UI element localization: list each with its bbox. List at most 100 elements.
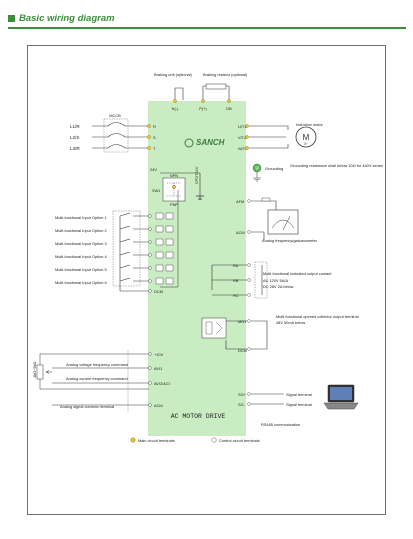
laptop-icon	[323, 384, 359, 410]
braking-resistor-wire	[202, 85, 230, 100]
output-terminal-dot	[245, 146, 249, 150]
rs485-sig1: Signal terminal	[286, 392, 312, 397]
legend-control-label: Control circuit terminals	[219, 438, 260, 443]
motor-icon	[295, 126, 317, 148]
mo1-label: MO1	[238, 319, 246, 324]
mo1-dcm-label: DCM	[238, 348, 247, 353]
rs485-comm: RS485 communication	[261, 422, 300, 427]
di-label-2: Multi-functional Input Option 2	[55, 228, 107, 233]
legend-main-dot	[130, 437, 136, 443]
ground-label: Grounding	[265, 166, 283, 171]
switch-npn-label: NPN	[170, 173, 178, 178]
switch-sw1-label: SW1	[152, 188, 160, 193]
ground-icon	[252, 163, 262, 173]
afm-resistor	[261, 197, 271, 202]
analog-terminal-dot	[148, 381, 152, 385]
relay-rb-label: RB	[233, 278, 239, 283]
section-header: Basic wiring diagram	[8, 12, 115, 24]
supply-24v: 24V	[150, 167, 157, 172]
breaker-label: MCCB	[109, 113, 121, 118]
di-bus	[160, 190, 179, 288]
relay-wires	[211, 264, 263, 296]
mo1-dcm-dot	[247, 347, 251, 351]
relay-text: Multi-functional indicated output contac…	[263, 271, 332, 276]
header-rule	[8, 27, 406, 29]
motor-wires	[249, 125, 289, 149]
logo-mark-icon	[184, 138, 194, 148]
input-line-l3: L3/R	[70, 146, 80, 151]
rs485-sgp: SG+	[238, 392, 247, 397]
analog-terminal-dot	[148, 366, 152, 370]
braking-unit-wire	[174, 87, 184, 100]
mo1-internal	[205, 321, 223, 335]
switch-pnp-label: PNP	[170, 202, 178, 207]
analog-current-cmd: Analog current frequency command	[66, 376, 128, 381]
input-terminal-dot	[147, 124, 151, 128]
digital-inputs: Multi-functional Input Option 1 Multi-fu…	[55, 190, 179, 294]
relay-rc-label: RC	[233, 293, 239, 298]
analog-10v: +10V	[154, 352, 164, 357]
supply-wires	[160, 172, 201, 200]
di-label-5: Multi-functional Input Option 5	[55, 267, 107, 272]
afm-meter-label: Analog frequency/galvanometer	[262, 238, 318, 243]
analog-acm: ACM	[154, 403, 163, 408]
rs485-wires	[251, 393, 284, 405]
rs485-sig2: Signal terminal	[286, 402, 312, 407]
relay-terminal-dot	[247, 293, 251, 297]
rs485-terminal-dot	[247, 402, 251, 406]
legend-control-dot	[211, 437, 217, 443]
input-wires	[92, 125, 149, 149]
relay-box	[254, 261, 268, 299]
mo1-rating: 48V 50mA below	[276, 320, 305, 325]
analog-terminal-dot	[148, 352, 152, 356]
mo1-wires	[225, 320, 268, 350]
input-terminal-r: R	[153, 124, 156, 129]
di-optocouplers	[155, 212, 174, 285]
rs485-sgm: SG-	[238, 402, 246, 407]
braking-resistor-box	[205, 83, 227, 90]
brake-terminal-db: DB	[226, 106, 232, 111]
input-terminal-dot	[147, 135, 151, 139]
breaker-box	[103, 118, 129, 153]
section-title: Basic wiring diagram	[19, 12, 115, 24]
relay-rating1: AC 120V 5A/A	[263, 278, 288, 283]
ground-symbol	[255, 166, 259, 171]
afm-wires	[251, 200, 277, 240]
relay-terminal-dot	[247, 263, 251, 267]
di-label-4: Multi-functional Input Option 4	[55, 254, 108, 259]
output-terminal-u: U/T1	[238, 124, 246, 129]
brake-terminal-n: N(-)	[172, 106, 179, 111]
analog-pot	[36, 364, 44, 380]
relay-terminal-dot	[247, 278, 251, 282]
output-terminal-dot	[245, 124, 249, 128]
mo1-optocoupler	[201, 317, 227, 339]
di-label-1: Multi-functional Input Option 1	[55, 215, 107, 220]
di-switches	[119, 212, 131, 282]
input-line-l2: L2/S	[70, 135, 79, 140]
brake-terminal-dot	[201, 99, 205, 103]
relay-rating2: DC 28V 2A below	[263, 284, 294, 289]
braking-unit-label: Braking unit (optional)	[154, 72, 193, 77]
sw1-internal	[167, 182, 181, 197]
brake-terminal-dot	[173, 99, 177, 103]
di-terminal-dot	[148, 227, 152, 231]
di-wires	[133, 215, 149, 282]
afm-meter-box	[267, 209, 299, 235]
afm-terminal-dot	[247, 199, 251, 203]
output-terminal-dot	[245, 135, 249, 139]
ground-note: Grounding resistance shall below 10Ω for…	[290, 163, 383, 168]
input-terminal-t: T	[153, 146, 156, 151]
relay-ra-label: RA	[233, 263, 239, 268]
di-terminal-dot	[148, 279, 152, 283]
di-label-3: Multi-functional Input Option 3	[55, 241, 107, 246]
output-terminal-w: W/T3	[238, 146, 247, 151]
analog-voltage-cmd: Analog voltage frequency command	[66, 362, 128, 367]
diagram-frame	[27, 45, 386, 515]
brake-terminal-p: P(+)	[199, 106, 207, 111]
analog-terminal-dot	[148, 403, 152, 407]
input-terminal-s: S	[153, 135, 156, 140]
ground-wire	[253, 172, 261, 182]
di-group-box	[112, 210, 141, 287]
dcm-label: DCM	[154, 289, 163, 294]
